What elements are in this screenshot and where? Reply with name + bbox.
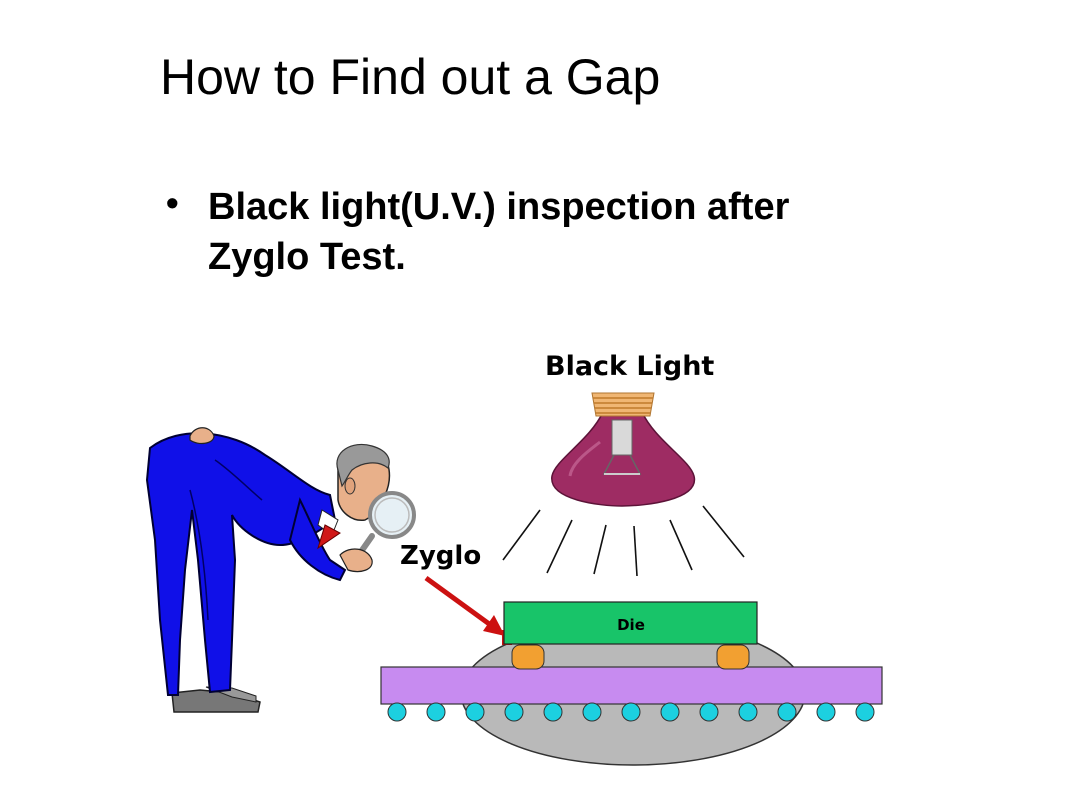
black-light-label: Black Light — [545, 351, 714, 382]
solder-ball — [621, 702, 641, 722]
light-ray — [502, 509, 541, 561]
bulb-glass — [551, 411, 695, 507]
solder-ball — [738, 702, 758, 722]
solder-balls — [387, 702, 875, 722]
solder-ball — [660, 702, 680, 722]
light-ray — [633, 525, 638, 577]
substrate — [380, 666, 883, 705]
light-ray — [669, 519, 693, 571]
solder-ball — [426, 702, 446, 722]
bullet-text: Black light(U.V.) inspection after Zyglo… — [208, 182, 908, 282]
solder-bump — [716, 644, 750, 670]
solder-ball — [582, 702, 602, 722]
zyglo-arrow — [424, 575, 505, 636]
solder-ball — [465, 702, 485, 722]
magnifying-glass-icon — [355, 491, 416, 559]
hand — [189, 427, 215, 445]
bullet-line-2: Zyglo Test. — [208, 236, 406, 278]
zyglo-label: Zyglo — [400, 541, 481, 571]
solder-ball — [504, 702, 524, 722]
light-ray — [702, 505, 745, 558]
bullet-marker: • — [166, 182, 179, 223]
tie — [317, 524, 341, 550]
solder-ball — [387, 702, 407, 722]
hand — [339, 548, 373, 573]
light-ray — [546, 519, 573, 574]
light-rays — [502, 505, 745, 577]
hair — [336, 443, 390, 488]
die — [503, 601, 758, 645]
solder-ball — [816, 702, 836, 722]
bullet-line-1: Black light(U.V.) inspection after — [208, 186, 790, 228]
flip-chip-package: Die — [380, 601, 883, 766]
inspector-figure — [145, 427, 416, 713]
solder-bump — [511, 644, 545, 670]
solder-ball — [699, 702, 719, 722]
suit — [145, 432, 337, 696]
black-light-bulb — [551, 392, 695, 507]
solder-ball — [777, 702, 797, 722]
die-label: Die — [617, 616, 645, 634]
solder-ball — [855, 702, 875, 722]
solder-ball — [543, 702, 563, 722]
slide-title: How to Find out a Gap — [160, 49, 661, 105]
light-ray — [593, 524, 607, 575]
